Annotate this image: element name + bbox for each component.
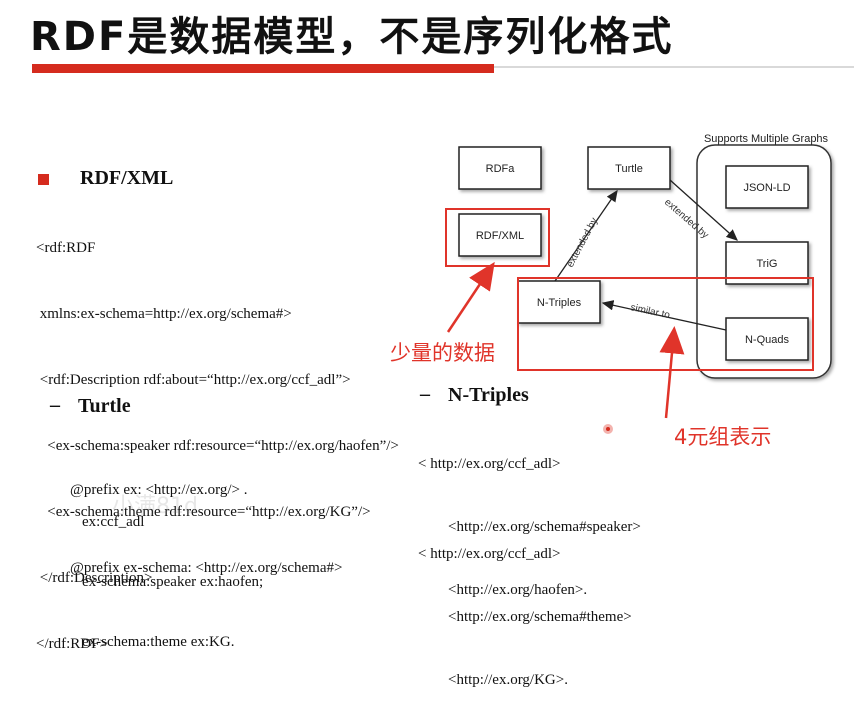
edge-turtle-trig (669, 179, 738, 241)
code-line: <http://ex.org/schema#speaker> (448, 519, 641, 535)
slide-title: RDF是数据模型，不是序列化格式 (30, 14, 674, 60)
node-rdfxml (458, 213, 542, 257)
code-line: <http://ex.org/schema#theme> (448, 609, 632, 625)
code-line: < http://ex.org/ccf_adl> (418, 546, 561, 562)
pointer-cursor-icon (603, 424, 613, 434)
watermark: 小满81d (112, 494, 198, 519)
code-line: <rdf:RDF (36, 240, 96, 256)
node-trig-label: TriG (757, 258, 778, 270)
node-rdfxml-label: RDF/XML (476, 230, 524, 242)
group-label: Supports Multiple Graphs (704, 133, 829, 145)
rdf-formats-diagram: Supports Multiple Graphs RDFa Turtle RDF… (445, 133, 832, 419)
code-line: ex:ccf_adl (82, 514, 145, 530)
edge-label-similar-to: similar to (629, 302, 671, 321)
bullet-square-icon (38, 174, 49, 185)
code-line: < http://ex.org/ccf_adl> (418, 456, 561, 472)
node-ntriples-label: N-Triples (537, 297, 582, 309)
highlight-box-quads (517, 277, 814, 371)
code-line: @prefix ex: <http://ex.org/> . (70, 482, 248, 498)
turtle-heading: Turtle (78, 395, 131, 417)
node-rdfa (458, 146, 542, 190)
dash-bullet: – (420, 383, 430, 405)
node-ntriples (517, 280, 601, 324)
title-accent-bar (32, 64, 494, 73)
code-line: <rdf:Description rdf:about=“http://ex.or… (36, 372, 351, 388)
annotation-arrow-2 (659, 326, 685, 419)
node-turtle (587, 146, 671, 190)
title-divider (494, 66, 854, 68)
edge-nquads-ntriples (601, 300, 727, 331)
highlight-box-rdfxml (445, 208, 550, 267)
code-line: <http://ex.org/KG>. (448, 672, 568, 688)
edge-ntriples-turtle (554, 189, 618, 282)
node-rdfa-label: RDFa (486, 163, 516, 175)
code-line: <ex-schema:speaker rdf:resource=“http://… (36, 438, 399, 454)
node-jsonld-label: JSON-LD (743, 182, 790, 194)
node-nquads-label: N-Quads (745, 334, 790, 346)
node-nquads (725, 317, 809, 361)
annotation-arrow-1 (446, 261, 495, 333)
node-jsonld (725, 165, 809, 209)
code-line: xmlns:ex-schema=http://ex.org/schema#> (36, 306, 292, 322)
dash-bullet: – (50, 394, 60, 416)
annotation-small-data: 少量的数据 (390, 341, 495, 365)
code-line: @prefix ex-schema: <http://ex.org/schema… (70, 560, 343, 576)
edge-label-extended-by: extended by (565, 216, 600, 269)
annotation-four-tuple: 4元组表示 (674, 425, 772, 449)
node-turtle-label: Turtle (615, 163, 643, 175)
turtle-prefixes: @prefix ex: <http://ex.org/> . @prefix e… (70, 425, 342, 607)
code-line: <ex-schema:theme rdf:resource=“http://ex… (36, 504, 371, 520)
ntriples-heading: N-Triples (448, 384, 529, 406)
code-line: ex-schema:theme ex:KG. (82, 634, 235, 650)
rdfxml-heading: RDF/XML (80, 167, 174, 189)
